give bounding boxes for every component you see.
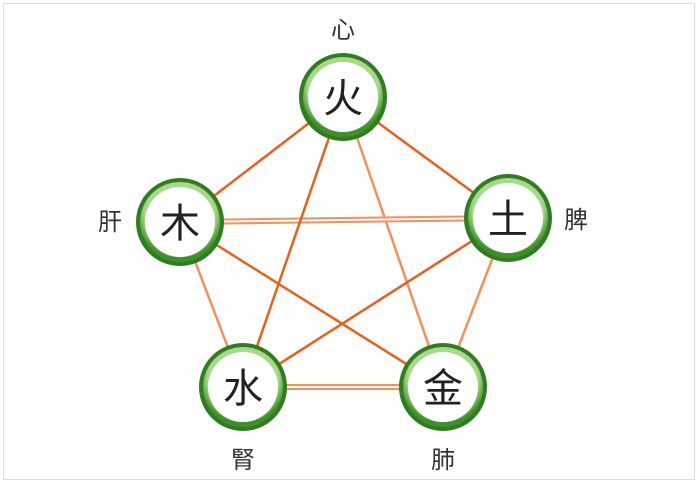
element-earth-label: 土: [488, 197, 528, 243]
star-earth-water: [242, 216, 509, 389]
organ-liver-label: 肝: [98, 208, 122, 236]
organ-heart-label: 心: [331, 16, 355, 44]
node-earth: 土: [464, 174, 552, 262]
organ-lung-label: 肺: [431, 446, 455, 474]
element-metal-label: 金: [423, 366, 463, 412]
node-metal: 金: [399, 343, 487, 431]
node-wood: 木: [136, 178, 224, 266]
element-wood-label: 木: [160, 201, 200, 247]
controlling-cycle: [179, 96, 509, 389]
organ-spleen-label: 脾: [564, 206, 588, 234]
star-fire-metal: [341, 96, 445, 388]
star-metal-wood: [179, 220, 444, 389]
element-fire-label: 火: [323, 76, 363, 122]
organ-kidney-label: 腎: [231, 446, 255, 474]
node-fire: 火: [299, 53, 387, 141]
star-wood-earth-inner: [179, 217, 509, 223]
star-water-fire: [241, 96, 345, 388]
diagram-frame: [3, 3, 695, 480]
element-water-label: 水: [223, 366, 263, 412]
node-water: 水: [199, 343, 287, 431]
